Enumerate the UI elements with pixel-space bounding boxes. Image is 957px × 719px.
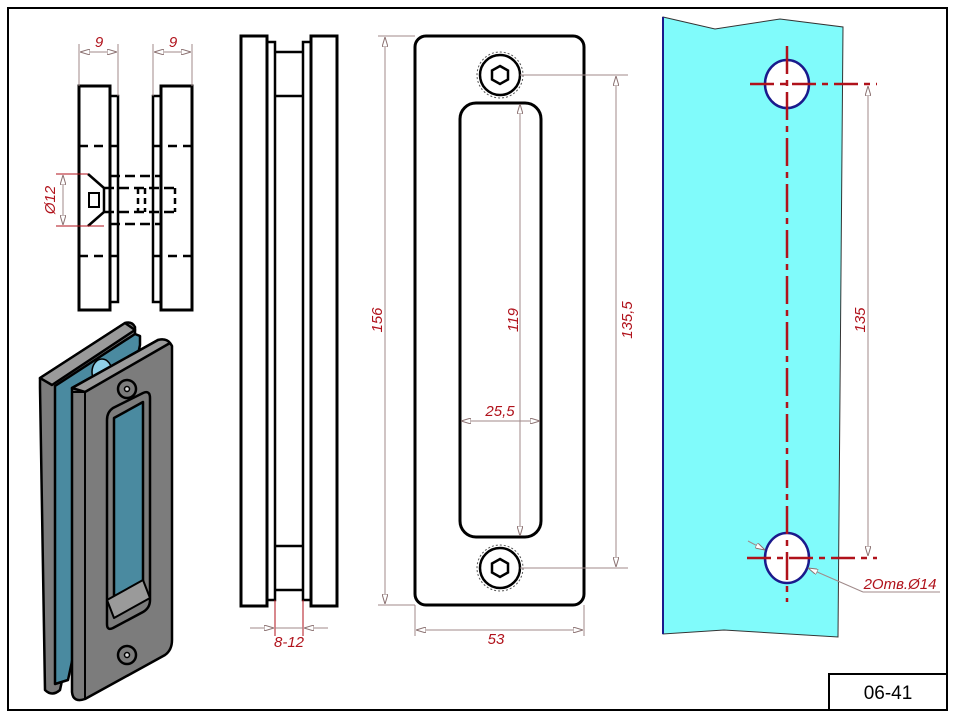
dim-right-plate-thickness: 9 bbox=[169, 34, 178, 51]
side-view bbox=[239, 34, 339, 636]
dim-slot-height: 119 bbox=[505, 307, 522, 332]
dim-hole-spacing-glass: 135 bbox=[852, 307, 869, 333]
iso-view bbox=[38, 321, 174, 702]
dim-hole-spacing-front: 135,5 bbox=[619, 301, 636, 339]
dim-overall-width: 53 bbox=[488, 631, 505, 648]
right-gasket bbox=[151, 94, 163, 304]
side-right-plate bbox=[309, 34, 339, 608]
countersunk-bolt bbox=[87, 173, 177, 227]
glass-panel bbox=[662, 16, 844, 638]
side-right-gasket bbox=[301, 40, 313, 602]
screw-top-front bbox=[476, 51, 524, 99]
front-outline bbox=[413, 34, 586, 607]
holes-note: 2Отв.Ø14 bbox=[863, 576, 937, 593]
side-left-gasket bbox=[265, 40, 277, 602]
front-slot-outline bbox=[458, 101, 543, 539]
dim-bolt-diameter: Ø12 bbox=[42, 185, 59, 215]
drawing-code: 06-41 bbox=[864, 683, 913, 704]
front-view bbox=[378, 34, 628, 636]
top-view bbox=[56, 44, 194, 312]
title-block: 06-41 bbox=[828, 673, 948, 711]
glass-view bbox=[662, 16, 940, 638]
dim-overall-height: 156 bbox=[369, 307, 386, 333]
dim-glass-gap: 8-12 bbox=[274, 634, 305, 651]
sheet-frame bbox=[7, 7, 948, 711]
screw-bottom-front bbox=[476, 544, 524, 592]
dim-slot-width: 25,5 bbox=[484, 403, 515, 420]
right-plate bbox=[159, 84, 194, 312]
side-left-plate bbox=[239, 34, 269, 608]
left-plate bbox=[77, 84, 112, 312]
dim-left-plate-thickness: 9 bbox=[95, 34, 104, 51]
left-gasket bbox=[108, 94, 120, 304]
